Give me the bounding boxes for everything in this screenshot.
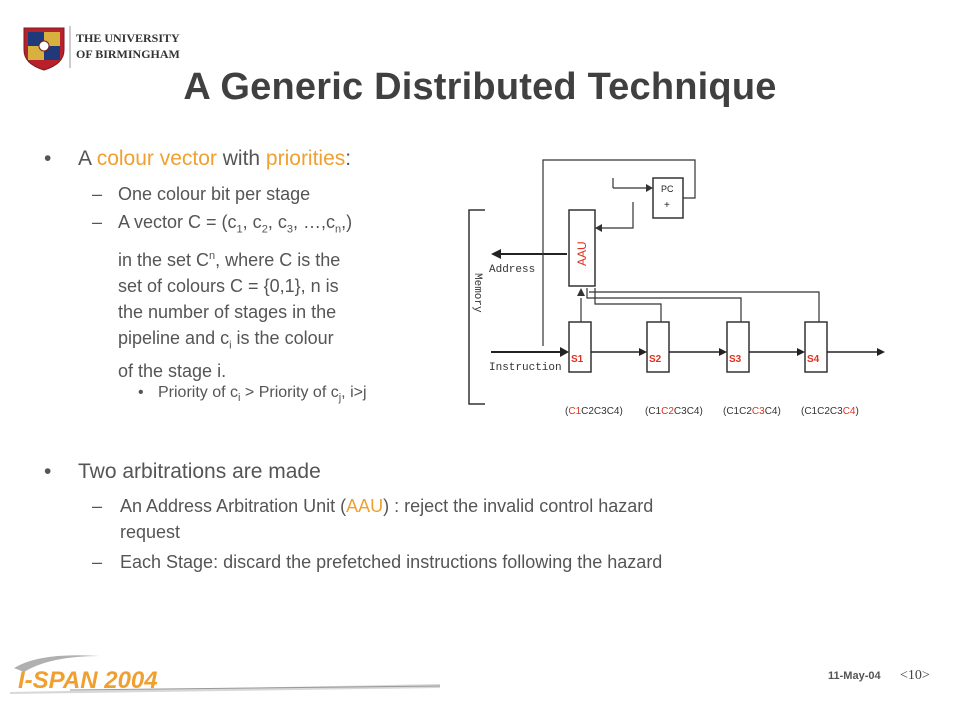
address-label: Address <box>489 264 535 276</box>
colour-vector-s1: (C1C2C3C4) <box>565 406 623 417</box>
pipeline-diagram: Memory Address AAU PC + Instruction <box>455 148 895 438</box>
colour-vector-s4: (C1C2C3C4) <box>801 406 859 417</box>
sub-aau: An Address Arbitration Unit (AAU) : reje… <box>120 496 654 542</box>
bullet-dot: • <box>44 460 52 483</box>
sub-dash: – <box>92 184 103 204</box>
footer-date: 11-May-04 <box>828 670 881 682</box>
sub-vector-definition: A vector C = (c1, c2, c3, …,cn,) in the … <box>118 212 353 382</box>
svg-text:OF BIRMINGHAM: OF BIRMINGHAM <box>76 47 180 61</box>
stage-box-s1 <box>568 321 592 373</box>
svg-text:(C1C2C3C4): (C1C2C3C4) <box>723 406 781 417</box>
colour-vector-s2: (C1C2C3C4) <box>645 406 703 417</box>
sub-dash: – <box>92 552 103 572</box>
svg-text:PC: PC <box>661 184 674 194</box>
stage-box-s2 <box>646 321 670 373</box>
svg-text:(C1C2C3C4): (C1C2C3C4) <box>645 406 703 417</box>
ispan-logo: I-SPAN 2004 <box>10 648 441 698</box>
page-number: <10> <box>900 668 930 683</box>
stage-box-s4 <box>804 321 828 373</box>
instruction-label: Instruction <box>489 362 562 374</box>
bullet-dot: • <box>44 147 52 170</box>
colour-vector-s3: (C1C2C3C4) <box>723 406 781 417</box>
sub-dash: – <box>92 212 103 232</box>
svg-text:(C1C2C3C4): (C1C2C3C4) <box>565 406 623 417</box>
stage-label-s2: S2 <box>649 354 662 365</box>
stage-label-s4: S4 <box>807 354 820 365</box>
page-title: A Generic Distributed Technique <box>183 66 777 108</box>
stage-box-s3 <box>726 321 750 373</box>
subsub-priority: Priority of ci > Priority of cj, i>j <box>158 384 367 405</box>
bullet-colour-vector: A colour vector with priorities: <box>78 147 352 170</box>
stage-label-s1: S1 <box>571 354 584 365</box>
university-logo: THE UNIVERSITY OF BIRMINGHAM <box>22 22 202 72</box>
bullet-two-arbitrations: Two arbitrations are made <box>78 460 321 483</box>
sub-each-stage: Each Stage: discard the prefetched instr… <box>120 552 663 572</box>
svg-text:(C1C2C3C4): (C1C2C3C4) <box>801 406 859 417</box>
svg-text:THE UNIVERSITY: THE UNIVERSITY <box>76 31 180 45</box>
aau-box <box>568 209 596 287</box>
sub-dash: – <box>92 496 103 516</box>
sub-one-colour-bit: One colour bit per stage <box>118 184 311 204</box>
aau-label: AAU <box>575 241 589 266</box>
subsub-dot: • <box>138 384 144 401</box>
svg-text:+: + <box>664 200 670 211</box>
memory-label: Memory <box>471 273 483 313</box>
stage-label-s3: S3 <box>729 354 742 365</box>
